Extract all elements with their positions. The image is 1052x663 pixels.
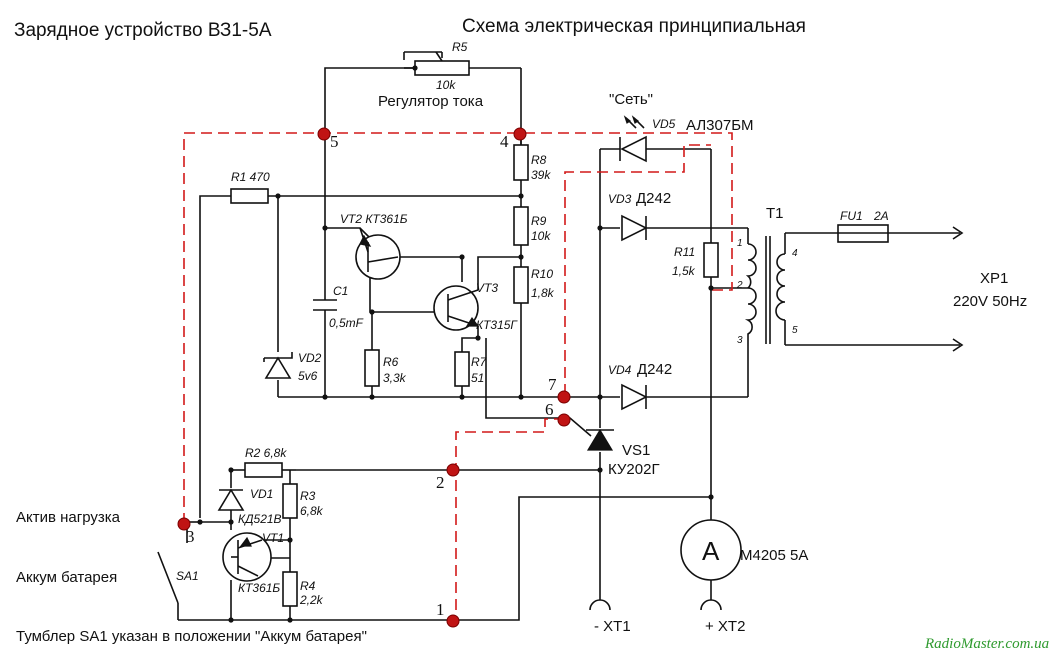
svg-text:КТ361Б: КТ361Б	[238, 581, 280, 595]
r6-resistor: R6 3,3k	[364, 349, 407, 387]
svg-text:3: 3	[737, 335, 743, 346]
svg-text:3,3k: 3,3k	[383, 371, 407, 385]
r9-resistor: R9 10k	[513, 206, 551, 246]
ammeter: A М4205 5А	[680, 519, 808, 581]
xp1-value: 220V 50Hz	[953, 293, 1027, 310]
svg-text:R3: R3	[300, 489, 316, 503]
vd1-diode: VD1 КД521В	[217, 487, 282, 526]
svg-text:Д242: Д242	[636, 190, 671, 207]
r11-resistor: R11 1,5k	[672, 242, 719, 278]
svg-text:2: 2	[736, 280, 743, 291]
svg-text:Д242: Д242	[637, 361, 672, 378]
battery-label: Аккум батарея	[16, 569, 117, 586]
watermark: RadioMaster.com.ua	[924, 636, 1049, 652]
test-points: 1 2 3 4 5 6 7	[177, 127, 571, 628]
svg-text:VD1: VD1	[250, 487, 273, 501]
svg-text:6,8k: 6,8k	[300, 504, 324, 518]
r1-resistor: R1 470	[230, 170, 270, 204]
svg-text:КУ202Г: КУ202Г	[608, 461, 660, 478]
title-left: Зарядное устройство ВЗ1-5А	[14, 20, 272, 41]
load-active-label: Актив нагрузка	[16, 509, 121, 526]
svg-text:1,8k: 1,8k	[531, 286, 555, 300]
svg-text:R9: R9	[531, 214, 547, 228]
svg-text:АЛ307БМ: АЛ307БМ	[686, 117, 754, 134]
svg-text:1,5k: 1,5k	[672, 264, 696, 278]
vt1-transistor: VT1 КТ361Б	[222, 531, 284, 595]
svg-text:SA1: SA1	[176, 569, 199, 583]
r5-resistor: R5 10k	[414, 40, 470, 92]
svg-text:R10: R10	[531, 267, 553, 281]
r7-resistor: R7 51	[454, 351, 488, 387]
svg-text:VD4: VD4	[608, 363, 632, 377]
highlight-paths	[183, 132, 733, 619]
svg-text:R2 6,8k: R2 6,8k	[245, 446, 287, 460]
r8-resistor: R8 39k	[513, 144, 551, 182]
node-2-label: 2	[436, 473, 445, 492]
vd2-zener: VD2 5v6	[263, 351, 322, 383]
vt2-transistor: VT2 КТ361Б	[340, 212, 408, 280]
svg-text:5: 5	[792, 325, 798, 336]
t1-transformer: T1 1 2 3 4 5	[736, 205, 798, 346]
svg-text:VT1: VT1	[262, 531, 284, 545]
svg-text:R6: R6	[383, 355, 399, 369]
svg-text:4: 4	[792, 248, 798, 259]
r10-resistor: R10 1,8k	[513, 266, 555, 304]
svg-text:10k: 10k	[531, 229, 551, 243]
svg-text:КТ315Г: КТ315Г	[476, 318, 518, 332]
svg-text:5v6: 5v6	[298, 369, 318, 383]
fu1-fuse: FU1 2A	[837, 209, 889, 243]
svg-text:T1: T1	[766, 205, 784, 222]
title-right: Схема электрическая принципиальная	[462, 16, 806, 37]
svg-text:R4: R4	[300, 579, 316, 593]
svg-text:R8: R8	[531, 153, 547, 167]
vd5-led: "Сеть" VD5 АЛ307БМ	[609, 91, 754, 163]
r5-caption: Регулятор тока	[378, 93, 484, 110]
node-5-label: 5	[330, 132, 339, 151]
svg-text:2,2k: 2,2k	[299, 593, 324, 607]
node-4-label: 4	[500, 132, 509, 151]
r4-resistor: R4 2,2k	[282, 571, 324, 607]
vt3-transistor: VT3 КТ315Г	[433, 281, 518, 332]
xt1-label: - XT1	[594, 618, 631, 635]
svg-text:R1 470: R1 470	[231, 170, 270, 184]
vd3-diode: VD3 Д242	[608, 190, 671, 242]
vd4-diode: VD4 Д242	[608, 361, 672, 411]
svg-text:R7: R7	[471, 355, 488, 369]
svg-text:R11: R11	[674, 245, 695, 259]
vs1-thyristor: VS1 КУ202Г	[586, 428, 660, 478]
r2-resistor: R2 6,8k	[244, 446, 287, 478]
svg-text:VT3: VT3	[476, 281, 498, 295]
xp1-label: XP1	[980, 270, 1008, 287]
node-3-label: 3	[186, 527, 195, 546]
svg-text:10k: 10k	[436, 78, 456, 92]
svg-text:51: 51	[471, 371, 484, 385]
svg-text:FU1: FU1	[840, 209, 863, 223]
svg-text:VD3: VD3	[608, 192, 632, 206]
junctions	[197, 65, 714, 623]
c1-capacitor: C1 0,5mF	[313, 284, 364, 330]
svg-text:2A: 2A	[873, 209, 889, 223]
svg-text:КД521В: КД521В	[238, 512, 282, 526]
svg-text:0,5mF: 0,5mF	[329, 316, 364, 330]
svg-text:VD5: VD5	[652, 117, 676, 131]
svg-text:VT2 КТ361Б: VT2 КТ361Б	[340, 212, 408, 226]
xt2-label: + XT2	[705, 618, 745, 635]
svg-text:1: 1	[737, 238, 743, 249]
node-7-label: 7	[548, 375, 557, 394]
svg-text:A: A	[702, 536, 720, 566]
svg-text:VD2: VD2	[298, 351, 322, 365]
sa1-switch: SA1	[176, 569, 199, 583]
switch-note: Тумблер SA1 указан в положении "Аккум ба…	[16, 628, 367, 645]
svg-text:VS1: VS1	[622, 442, 650, 459]
node-1-label: 1	[436, 600, 445, 619]
node-6-label: 6	[545, 400, 554, 419]
svg-text:39k: 39k	[531, 168, 551, 182]
svg-text:М4205 5А: М4205 5А	[740, 547, 808, 564]
svg-text:R5: R5	[452, 40, 468, 54]
wires	[157, 51, 964, 621]
svg-text:C1: C1	[333, 284, 348, 298]
r3-resistor: R3 6,8k	[282, 483, 324, 519]
svg-text:"Сеть": "Сеть"	[609, 91, 653, 108]
